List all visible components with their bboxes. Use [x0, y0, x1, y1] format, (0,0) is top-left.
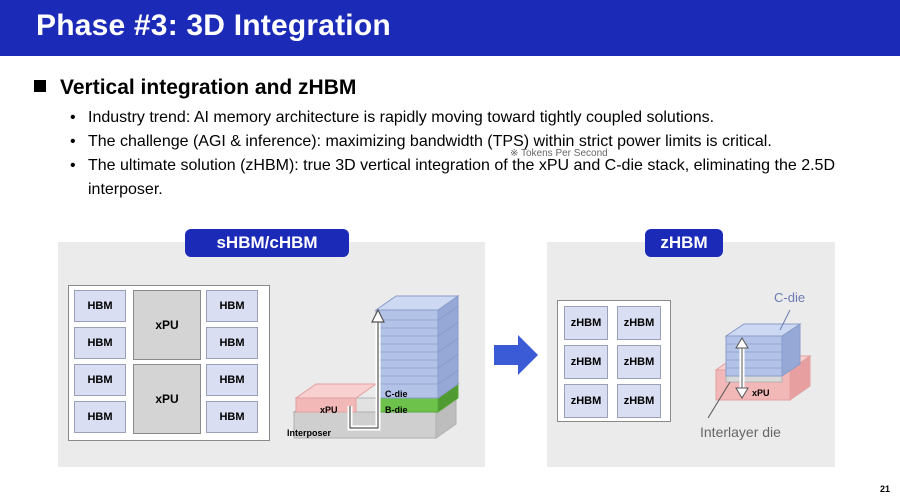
xpu-die-front [295, 397, 357, 413]
footnote: ※ Tokens Per Second [510, 148, 608, 159]
hbm-block: HBM [74, 364, 126, 396]
interlayer-callout-line [707, 381, 731, 419]
title-bar: Phase #3: 3D Integration [0, 0, 900, 56]
cdie-stack-front [375, 309, 439, 399]
bullet-text: Industry trend: AI memory architecture i… [88, 109, 715, 126]
zhbm-stack-diagram [707, 309, 812, 419]
hbm-block: HBM [206, 327, 258, 359]
shbm-stack-diagram [292, 295, 460, 439]
zhbm-block: zHBM [564, 345, 608, 379]
zhbm-block: zHBM [564, 384, 608, 418]
hbm-block: HBM [206, 401, 258, 433]
xpu-die-label: xPU [320, 405, 338, 415]
zhbm-cdie-label: C-die [774, 290, 806, 305]
xpu-die-top [294, 383, 378, 399]
bullet-text: The ultimate solution (zHBM): true 3D ve… [88, 157, 835, 198]
bullet-item: • Industry trend: AI memory architecture … [70, 106, 870, 130]
bullet-list: • Industry trend: AI memory architecture … [70, 106, 870, 202]
zhbm-block: zHBM [617, 345, 661, 379]
right-arrow-icon [494, 335, 538, 375]
bdie-label: B-die [385, 405, 408, 415]
zhbm-block: zHBM [617, 384, 661, 418]
page-number: 21 [879, 484, 890, 494]
hbm-block: HBM [74, 327, 126, 359]
bullet-text: The challenge (AGI & inference): maximiz… [88, 133, 772, 150]
interposer-label: Interposer [287, 428, 332, 438]
signal-path-arrow-outline [349, 320, 379, 429]
zhbm-block: zHBM [617, 306, 661, 340]
cdie-callout-line [779, 309, 791, 331]
bullet-dot-icon: • [70, 157, 76, 174]
zhbm-cdie-front [725, 335, 783, 377]
section-heading: Vertical integration and zHBM [34, 76, 356, 100]
bullet-dot-icon: • [70, 133, 76, 150]
zhbm-title-badge: zHBM [645, 229, 723, 257]
cdie-stack-top [374, 295, 460, 311]
arrow-up-icon [735, 337, 749, 349]
cdie-stack-side [437, 295, 459, 399]
shbm-title-badge: sHBM/cHBM [185, 229, 349, 257]
zhbm-block: zHBM [564, 306, 608, 340]
square-bullet-icon [34, 80, 46, 92]
hbm-block: HBM [206, 290, 258, 322]
zhbm-xpu-label: xPU [752, 388, 770, 398]
arrow-down-icon [735, 387, 749, 399]
hbm-block: HBM [74, 290, 126, 322]
interlayer-die [725, 375, 783, 383]
bullet-item: • The challenge (AGI & inference): maximi… [70, 130, 870, 154]
page-title: Phase #3: 3D Integration [36, 9, 391, 42]
hbm-block: HBM [74, 401, 126, 433]
section-heading-text: Vertical integration and zHBM [60, 76, 357, 99]
cdie-label: C-die [385, 389, 408, 399]
hbm-block: HBM [206, 364, 258, 396]
bullet-dot-icon: • [70, 109, 76, 126]
arrow-head-icon [371, 308, 385, 323]
interlayer-die-label: Interlayer die [700, 424, 781, 440]
bullet-item: • The ultimate solution (zHBM): true 3D v… [70, 154, 870, 202]
xpu-block: xPU [133, 290, 201, 360]
xpu-block: xPU [133, 364, 201, 434]
